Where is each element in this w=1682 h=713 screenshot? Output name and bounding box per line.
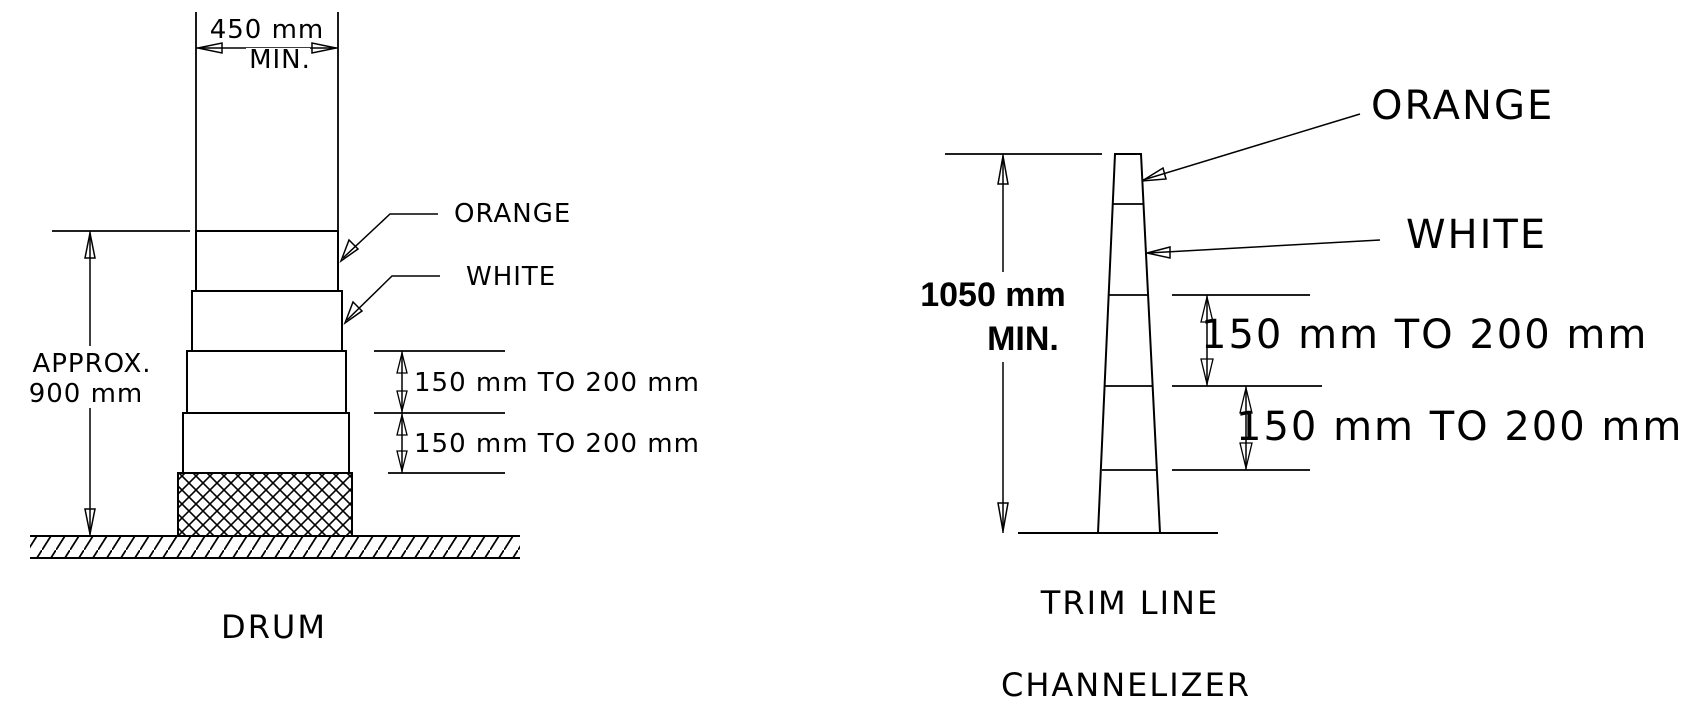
drum-ballast-base	[177, 472, 353, 537]
drum-band-4	[182, 412, 350, 474]
channelizer-orange-leader: ORANGE	[1141, 83, 1554, 182]
drum-height-approx-label: APPROX.	[32, 349, 151, 379]
channelizer-white-leader: WHITE	[1146, 212, 1547, 259]
drum-band-dim-2-label: 150 mm TO 200 mm	[414, 429, 700, 459]
drum-band-3	[186, 350, 347, 414]
drum-ground	[30, 535, 520, 559]
channelizer-trim-line-caption: TRIM LINE	[1040, 584, 1219, 622]
drum-orange-leader: ORANGE	[339, 199, 571, 264]
channelizer-caption: CHANNELIZER	[1001, 666, 1251, 704]
drum-caption: DRUM	[221, 608, 327, 646]
channelizer-orange-label: ORANGE	[1371, 83, 1554, 129]
channelizer-band-dim-2-label: 150 mm TO 200 mm	[1236, 404, 1682, 450]
channelizer-height-dimension: 1050 mm MIN.	[920, 153, 1102, 533]
drum-band-dimension: 150 mm TO 200 mm 150 mm TO 200 mm	[374, 350, 700, 474]
drum-white-leader: WHITE	[343, 262, 556, 326]
channelizer-band-dim-1-label: 150 mm TO 200 mm	[1201, 312, 1648, 358]
channelizer-white-label: WHITE	[1406, 212, 1547, 258]
drum-white-label: WHITE	[466, 262, 556, 292]
drum-orange-label: ORANGE	[454, 199, 571, 229]
channelizer-body	[1096, 153, 1162, 534]
channelizer-height-label: 1050 mm	[920, 276, 1066, 314]
drum-figure: 450 mm MIN. APPROX. 900 mm 150 mm TO 200…	[24, 12, 700, 646]
drum-band-white	[191, 290, 343, 352]
drum-width-min-label: MIN.	[249, 45, 311, 75]
channelizer-band-dimension: 150 mm TO 200 mm 150 mm TO 200 mm	[1172, 294, 1682, 471]
drum-height-dimension: APPROX. 900 mm	[24, 230, 190, 536]
drum-width-dimension: 450 mm MIN.	[195, 12, 339, 231]
channelizer-height-min-label: MIN.	[987, 320, 1059, 358]
drum-width-label: 450 mm	[210, 15, 325, 45]
drum-band-dim-1-label: 150 mm TO 200 mm	[414, 368, 700, 398]
drum-band-orange	[195, 230, 339, 292]
drum-height-value-label: 900 mm	[29, 379, 144, 409]
channelizer-figure: 1050 mm MIN. 150 mm TO 200 mm 150 mm TO …	[920, 83, 1682, 704]
